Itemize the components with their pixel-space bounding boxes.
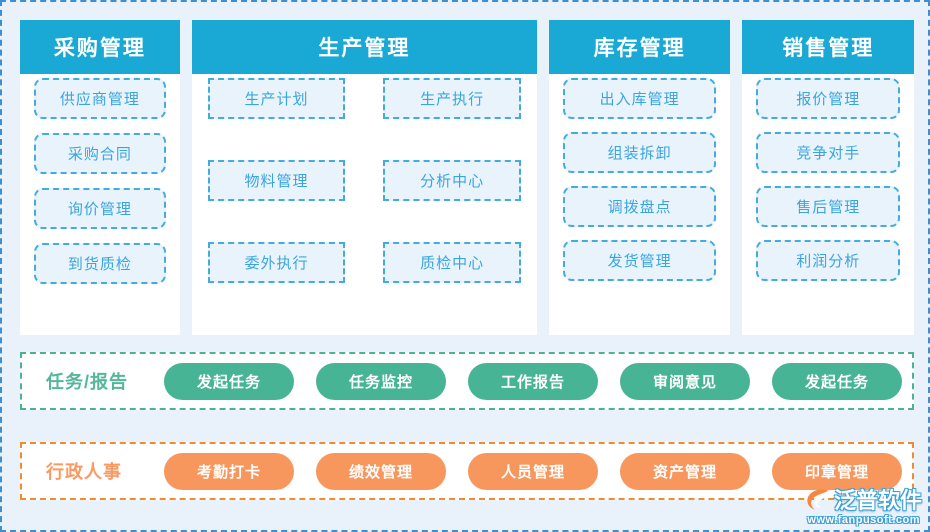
module-chip-shipping-management[interactable]: 发货管理 bbox=[562, 240, 717, 281]
card-title-sales: 销售管理 bbox=[742, 20, 914, 74]
module-card-purchase[interactable]: 采购管理 供应商管理 采购合同 询价管理 到货质检 bbox=[20, 20, 180, 335]
task-button-create-task-2[interactable]: 发起任务 bbox=[772, 362, 902, 400]
module-chip-after-sales[interactable]: 售后管理 bbox=[756, 186, 900, 227]
module-chip-outsourcing-execution[interactable]: 委外执行 bbox=[207, 242, 346, 283]
card-title-inventory: 库存管理 bbox=[548, 20, 731, 74]
logo-website-url: www.fanpusoft.com bbox=[807, 514, 920, 526]
module-chip-transfer-stocktaking[interactable]: 调拨盘点 bbox=[562, 186, 717, 227]
module-chip-purchase-contract[interactable]: 采购合同 bbox=[34, 133, 166, 174]
task-button-task-monitoring[interactable]: 任务监控 bbox=[316, 362, 446, 400]
module-chip-inbound-outbound[interactable]: 出入库管理 bbox=[562, 78, 717, 119]
module-chip-analysis-center[interactable]: 分析中心 bbox=[383, 160, 521, 201]
admin-hr-band: 行政人事 考勤打卡 绩效管理 人员管理 资产管理 印章管理 bbox=[20, 442, 914, 500]
module-chip-competitors[interactable]: 竞争对手 bbox=[756, 132, 900, 173]
card-body-sales: 报价管理 竞争对手 售后管理 利润分析 bbox=[742, 74, 914, 335]
card-body-production: 生产计划 生产执行 物料管理 分析中心 委外执行 质检中心 bbox=[192, 74, 537, 335]
module-card-inventory[interactable]: 库存管理 出入库管理 组装拆卸 调拨盘点 发货管理 bbox=[548, 20, 731, 335]
task-report-label: 任务/报告 bbox=[46, 372, 129, 392]
card-body-purchase: 供应商管理 采购合同 询价管理 到货质检 bbox=[20, 74, 180, 335]
module-card-sales[interactable]: 销售管理 报价管理 竞争对手 售后管理 利润分析 bbox=[742, 20, 914, 335]
module-card-row: 采购管理 供应商管理 采购合同 询价管理 到货质检 生产管理 生产计划 生产执行… bbox=[20, 20, 914, 335]
admin-button-assets[interactable]: 资产管理 bbox=[620, 452, 750, 490]
card-title-production: 生产管理 bbox=[191, 20, 537, 74]
admin-hr-label: 行政人事 bbox=[46, 462, 122, 482]
module-chip-supplier-management[interactable]: 供应商管理 bbox=[34, 78, 166, 119]
task-button-review-comments[interactable]: 审阅意见 bbox=[620, 362, 750, 400]
admin-button-attendance[interactable]: 考勤打卡 bbox=[164, 452, 294, 490]
card-title-purchase: 采购管理 bbox=[20, 20, 180, 74]
module-chip-profit-analysis[interactable]: 利润分析 bbox=[756, 240, 900, 281]
module-chip-arrival-inspection[interactable]: 到货质检 bbox=[34, 243, 166, 284]
admin-button-personnel[interactable]: 人员管理 bbox=[468, 452, 598, 490]
module-chip-production-execution[interactable]: 生产执行 bbox=[383, 78, 521, 119]
admin-button-performance[interactable]: 绩效管理 bbox=[316, 452, 446, 490]
module-chip-production-plan[interactable]: 生产计划 bbox=[207, 78, 346, 119]
module-chip-assembly-disassembly[interactable]: 组装拆卸 bbox=[562, 132, 717, 173]
module-chip-quality-inspection-center[interactable]: 质检中心 bbox=[383, 242, 521, 283]
admin-hr-buttons: 考勤打卡 绩效管理 人员管理 资产管理 印章管理 bbox=[164, 452, 902, 490]
task-button-work-report[interactable]: 工作报告 bbox=[468, 362, 598, 400]
task-button-create-task[interactable]: 发起任务 bbox=[164, 362, 294, 400]
module-chip-inquiry-management[interactable]: 询价管理 bbox=[34, 188, 166, 229]
module-chip-material-management[interactable]: 物料管理 bbox=[207, 160, 346, 201]
card-body-inventory: 出入库管理 组装拆卸 调拨盘点 发货管理 bbox=[549, 74, 730, 335]
task-report-buttons: 发起任务 任务监控 工作报告 审阅意见 发起任务 bbox=[164, 362, 902, 400]
module-chip-quotation-management[interactable]: 报价管理 bbox=[756, 78, 900, 119]
task-report-band: 任务/报告 发起任务 任务监控 工作报告 审阅意见 发起任务 bbox=[20, 352, 914, 410]
module-card-production[interactable]: 生产管理 生产计划 生产执行 物料管理 分析中心 委外执行 质检中心 bbox=[191, 20, 537, 335]
admin-button-seal[interactable]: 印章管理 bbox=[772, 452, 902, 490]
